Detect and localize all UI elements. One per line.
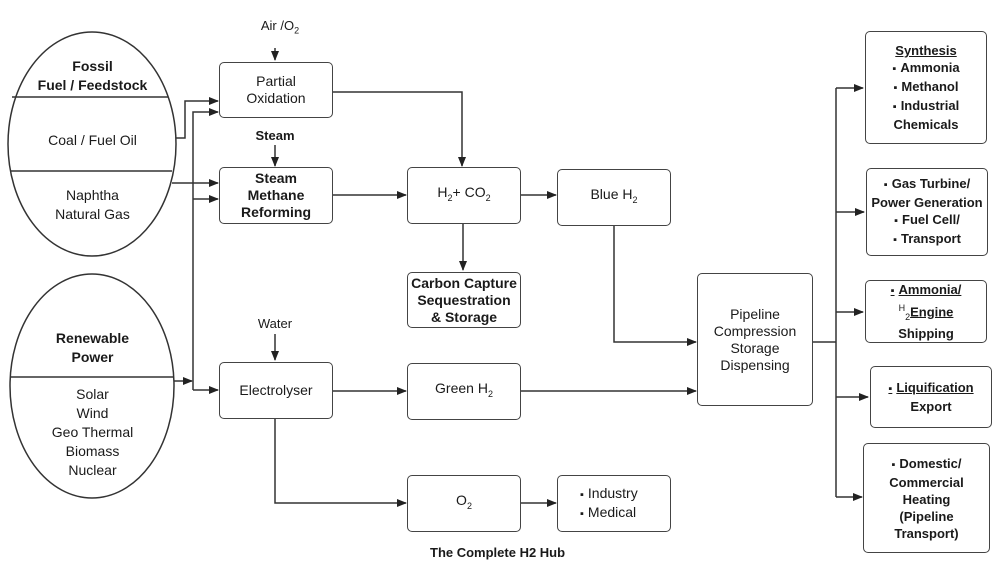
o2-box: O2 (407, 475, 521, 532)
steam-methane-reforming-box: Steam Methane Reforming (219, 167, 333, 224)
partial-oxidation-box: Partial Oxidation (219, 62, 333, 118)
water-input-label: Water (257, 316, 293, 331)
synthesis-box: Synthesis Ammonia Methanol Industrial Ch… (865, 31, 987, 144)
coal-fuel-oil-label: Coal / Fuel Oil (48, 132, 137, 148)
fossil-heading: Fossil Fuel / Feedstock (37, 58, 148, 93)
power-generation-box: Gas Turbine/ Power Generation Fuel Cell/… (866, 168, 988, 256)
green-h2-box: Green H2 (407, 363, 521, 420)
fossil-ellipse (7, 31, 177, 257)
air-o2-label: Air /O2 (260, 18, 300, 36)
pipeline-hub-box: Pipeline Compression Storage Dispensing (697, 273, 813, 406)
h2-co2-box: H2+ CO2 (407, 167, 521, 224)
heating-box: Domestic/ Commercial Heating (Pipeline T… (863, 443, 990, 553)
shipping-box: Ammonia/ H2Engine Shipping (865, 280, 987, 343)
renewable-heading: Renewable Power (55, 330, 130, 365)
naphtha-gas-label: Naphtha Natural Gas (55, 187, 130, 222)
renewable-sources-list: Solar Wind Geo Thermal Biomass Nuclear (51, 386, 134, 478)
o2-uses-box: Industry Medical (557, 475, 671, 532)
carbon-capture-box: Carbon Capture Sequestration & Storage (407, 272, 521, 328)
renewable-ellipse (9, 273, 175, 499)
diagram-caption: The Complete H2 Hub (430, 545, 566, 560)
steam-input-label: Steam (255, 128, 295, 143)
electrolyser-box: Electrolyser (219, 362, 333, 419)
blue-h2-box: Blue H2 (557, 169, 671, 226)
liquification-export-box: Liquification Export (870, 366, 992, 428)
